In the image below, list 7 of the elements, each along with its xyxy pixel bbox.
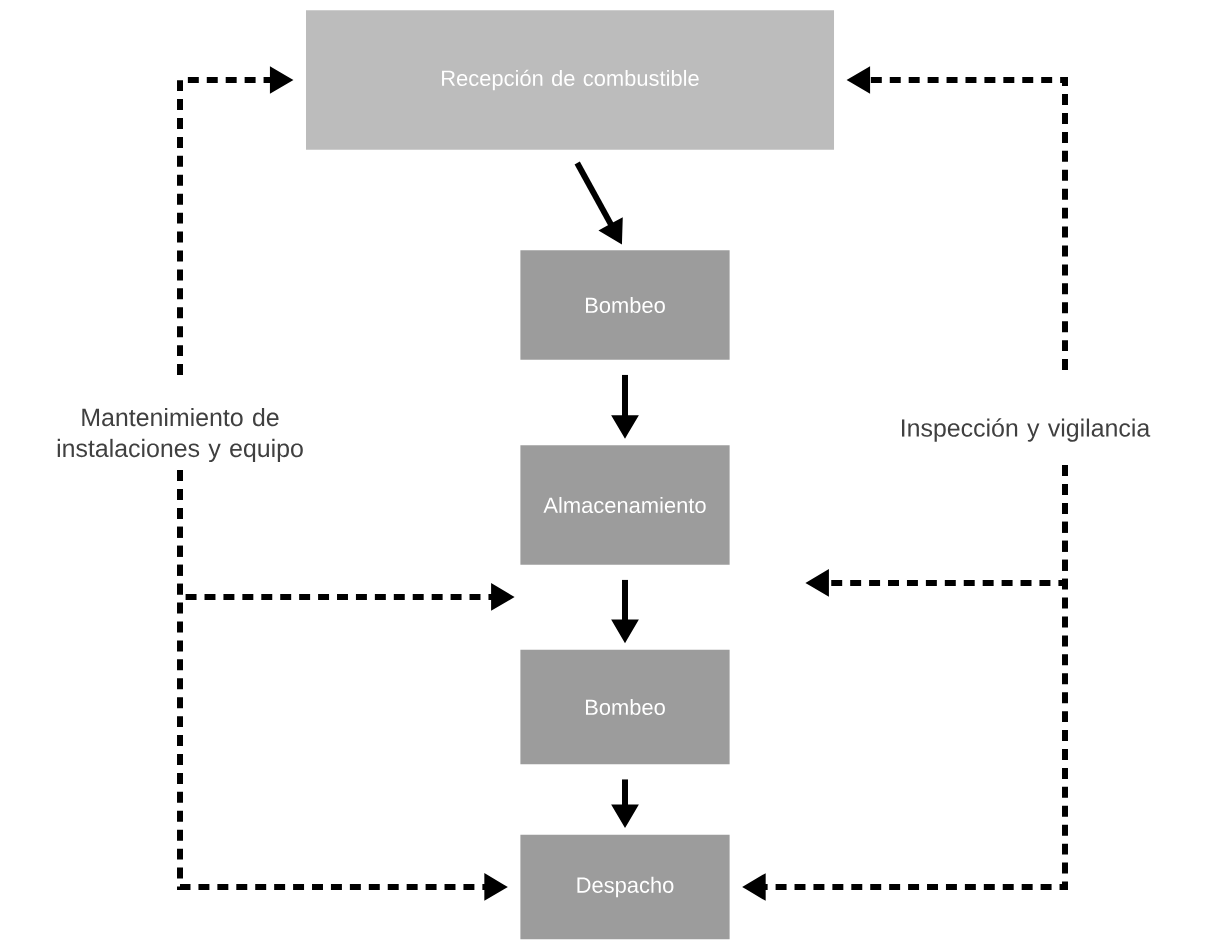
process-box: Recepción de combustible: [306, 10, 834, 150]
process-box: Despacho: [520, 834, 730, 940]
process-box: Bombeo: [520, 250, 730, 360]
activity-label: Mantenimiento de instalaciones y equipo: [57, 407, 303, 463]
process-box: Almacenamiento: [520, 445, 730, 565]
activity-label: Inspección y vigilancia: [902, 418, 1151, 442]
process-box: Bombeo: [520, 649, 730, 765]
